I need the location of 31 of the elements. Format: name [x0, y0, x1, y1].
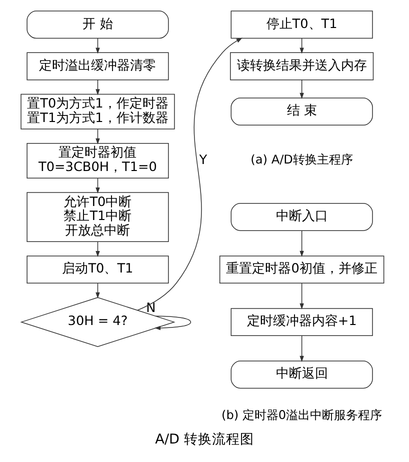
- node-box: 中断入口: [230, 203, 373, 231]
- node-box: 定时溢出缓冲器清零: [26, 52, 169, 80]
- arrow: [300, 38, 304, 54]
- node-box: 结 束: [230, 98, 373, 126]
- arrow: [96, 178, 100, 194]
- arrow: [300, 80, 304, 99]
- arrow: [300, 335, 304, 362]
- node-box: 允许T0中断禁止T1中断开放总中断: [26, 192, 169, 242]
- edge-label: Y: [199, 152, 208, 168]
- arrow: [96, 241, 100, 258]
- node-box: 启动T0、T1: [26, 256, 169, 284]
- arrow: [137, 38, 242, 311]
- arrow: [300, 282, 304, 310]
- diagram-title: A/D 转换流程图: [155, 432, 254, 448]
- node-box: 置定时器初值T0=3CB0H，T1=0: [26, 142, 169, 178]
- arrow: [96, 282, 100, 298]
- node-box: 定时缓冲器内容+1: [230, 308, 373, 336]
- node-box: 读转换结果并送入内存: [230, 52, 374, 80]
- node-box: 重置定时器0初值，并修正: [219, 256, 384, 284]
- node-box: 置T0为方式1，作定时器置T1为方式1，作计数器: [20, 94, 175, 130]
- label: (a) A/D转换主程序: [250, 152, 353, 167]
- arrow: [96, 38, 100, 54]
- label: (b) 定时器0溢出中断服务程序: [222, 408, 382, 422]
- arrow: [300, 230, 304, 257]
- node-box: 停止T0、T1: [230, 10, 373, 39]
- arrow: [154, 316, 192, 330]
- node-box: 开 始: [26, 10, 169, 39]
- arrow: [96, 80, 100, 96]
- edge-label: N: [146, 301, 156, 316]
- node-box: 中断返回: [230, 360, 373, 389]
- arrow: [96, 128, 100, 144]
